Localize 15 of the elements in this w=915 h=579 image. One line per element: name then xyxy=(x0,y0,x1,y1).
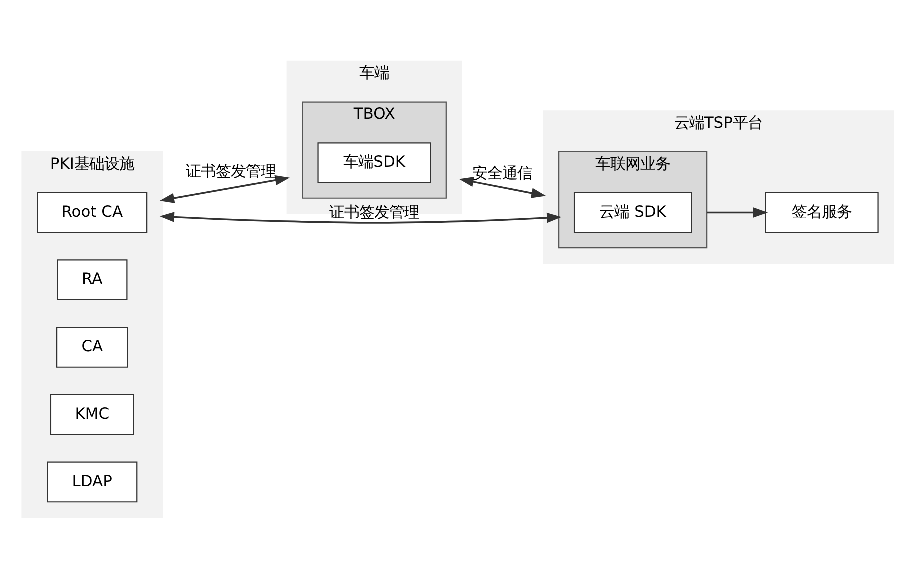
arrow xyxy=(458,177,546,198)
node-box: 云端 SDK xyxy=(573,192,692,234)
node-box: 签名服务 xyxy=(764,192,878,234)
arrow xyxy=(706,208,768,218)
node-box: Root CA xyxy=(36,192,148,234)
arrow xyxy=(159,212,562,224)
node-box: LDAP xyxy=(46,462,138,503)
node-box: CA xyxy=(56,327,128,368)
edge-label: 证书签发管理 xyxy=(186,162,276,181)
edge-label: 安全通信 xyxy=(472,164,532,183)
edge-label: 证书签发管理 xyxy=(329,203,420,222)
arrow xyxy=(159,175,290,204)
node-box: 车端SDK xyxy=(317,142,431,184)
node-box: KMC xyxy=(50,394,134,436)
node-box: RA xyxy=(56,260,128,301)
